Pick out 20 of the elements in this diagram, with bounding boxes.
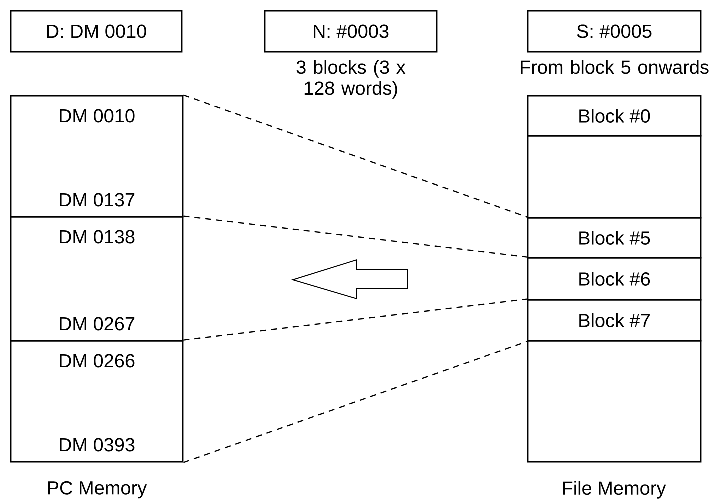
dashed-line bbox=[184, 298, 528, 341]
node-label: From block 5 onwards bbox=[521, 60, 709, 74]
dashed-line bbox=[184, 94, 528, 218]
memory-block: Block #6 bbox=[527, 257, 702, 301]
parameter-box: N: #0003 3 blocks (3 x 128 words) bbox=[264, 10, 438, 99]
memory-block: Block #0 bbox=[527, 95, 702, 137]
memory-area: DM 0266 DM 0393 bbox=[10, 340, 184, 463]
memory-block: Block #7 bbox=[527, 299, 702, 342]
caption: File Memory bbox=[563, 481, 666, 499]
memory-block bbox=[527, 135, 702, 219]
memory-area: DM 0010 DM 0137 bbox=[10, 95, 184, 218]
memory-block: Block #5 bbox=[527, 217, 702, 259]
dashed-line bbox=[184, 341, 528, 464]
memory-block bbox=[527, 340, 702, 463]
parameter-box: S: #0005 From block 5 onwards bbox=[521, 10, 709, 74]
memory-area: DM 0138 DM 0267 bbox=[10, 216, 184, 342]
parameter-box: D: DM 0010 bbox=[10, 10, 183, 53]
caption: PC Memory bbox=[48, 481, 148, 499]
node-label: 3 blocks (3 x 128 words) bbox=[296, 60, 406, 99]
dashed-line bbox=[184, 216, 528, 258]
